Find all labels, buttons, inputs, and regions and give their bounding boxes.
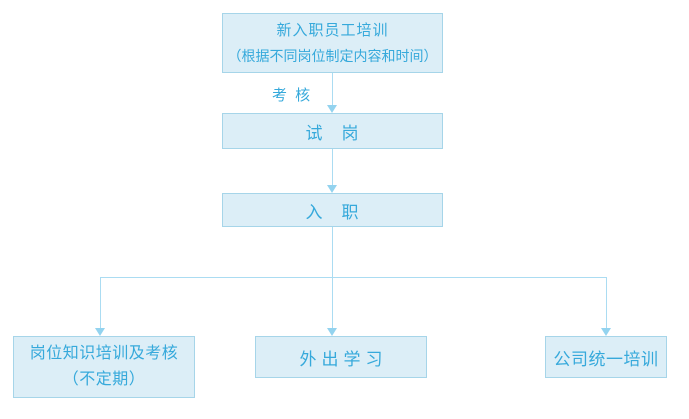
connector-onboarding-to-branch	[332, 227, 333, 277]
arrow-down-icon	[327, 185, 337, 193]
connector-trial-to-onboarding	[332, 149, 333, 186]
node-new-employee-training-line2: （根据不同岗位制定内容和时间）	[227, 48, 438, 64]
node-external-study-label: 外出学习	[299, 349, 388, 369]
node-external-study: 外出学习	[255, 336, 427, 378]
node-trial-post: 试 岗	[222, 113, 443, 149]
arrow-down-icon	[95, 328, 105, 336]
arrow-down-icon	[327, 105, 337, 113]
branch-horizontal-line	[100, 277, 607, 278]
node-new-employee-training: 新入职员工培训 （根据不同岗位制定内容和时间）	[222, 13, 443, 73]
node-new-employee-training-line1: 新入职员工培训	[276, 22, 389, 39]
node-post-knowledge-training: 岗位知识培训及考核 （不定期）	[13, 336, 195, 398]
arrow-down-icon	[327, 328, 337, 336]
connector-branch-to-external	[332, 277, 333, 328]
node-post-knowledge-training-line2: （不定期）	[62, 371, 146, 388]
node-company-unified-training-label: 公司统一培训	[553, 349, 659, 369]
node-trial-post-label: 试 岗	[305, 123, 360, 143]
edge-label-assessment: 考 核	[272, 87, 313, 104]
connector-branch-to-knowledge	[100, 277, 101, 328]
node-onboarding: 入 职	[222, 193, 443, 227]
node-post-knowledge-training-line1: 岗位知识培训及考核	[29, 345, 179, 362]
node-onboarding-label: 入 职	[305, 202, 360, 222]
arrow-down-icon	[601, 328, 611, 336]
node-company-unified-training: 公司统一培训	[545, 336, 667, 378]
connector-training-to-trial	[332, 73, 333, 106]
connector-branch-to-company	[606, 277, 607, 328]
